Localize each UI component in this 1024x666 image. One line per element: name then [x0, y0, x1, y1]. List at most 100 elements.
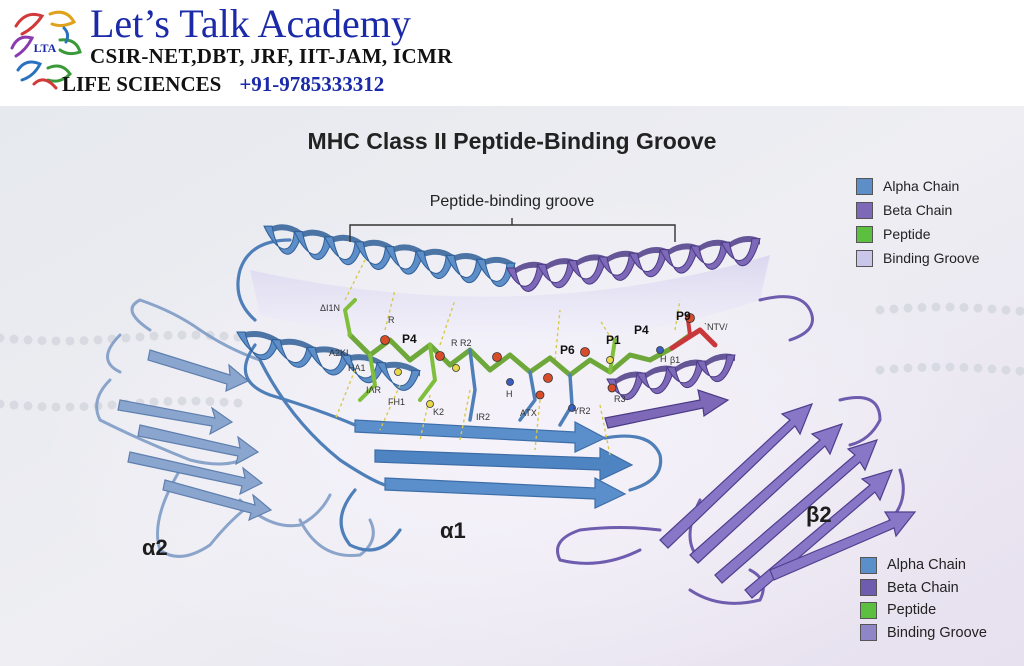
legend-item: Beta Chain: [856, 198, 980, 222]
lower-beta-helix: [606, 353, 736, 401]
lipid-head: [1001, 365, 1011, 375]
helix-turn-back: [363, 239, 394, 253]
pocket-label-p9: P9: [676, 309, 691, 323]
residue-label: H: [506, 389, 513, 399]
groove-label: Peptide-binding groove: [430, 193, 595, 210]
pocket-label-p4-left: P4: [402, 332, 417, 346]
lipid-head: [177, 330, 187, 340]
lipid-head: [0, 333, 5, 343]
legend-label: Beta Chain: [887, 579, 959, 596]
lipid-head: [205, 396, 215, 406]
legend-label: Alpha Chain: [883, 178, 960, 194]
binding-groove-surface: [250, 255, 770, 345]
exam-list: CSIR-NET,DBT, JRF, IIT-JAM, ICMR: [90, 44, 453, 68]
alpha1-loops: [236, 238, 663, 552]
lipid-head: [903, 303, 913, 313]
diagram-title: MHC Class II Peptide-Binding Groove: [307, 128, 717, 154]
helix-turn-back: [454, 252, 485, 266]
helix-turn-back: [280, 338, 315, 354]
helix-turn-back: [393, 244, 424, 258]
lipid-head: [163, 396, 173, 406]
helix-turn-back: [332, 234, 364, 248]
legend-item: Peptide: [856, 222, 980, 246]
lipid-head: [219, 331, 229, 341]
pocket-label-p6: P6: [560, 343, 575, 357]
residue-label: R3: [614, 394, 626, 404]
legend-item: Binding Groove: [856, 246, 980, 270]
lipid-head: [107, 400, 117, 410]
helix-turn-front: [696, 354, 736, 383]
legend-label: Binding Groove: [883, 250, 980, 266]
helix-turn-back: [315, 346, 350, 362]
lipid-head: [219, 397, 229, 407]
legend-item: Peptide: [860, 599, 987, 622]
lipid-head: [9, 400, 19, 410]
lipid-head: [177, 396, 187, 406]
legend-label: Binding Groove: [887, 624, 987, 641]
brand-name: Let’s Talk Academy: [90, 1, 411, 46]
pocket-label-p4-right: P4: [634, 323, 649, 337]
lipid-head: [917, 362, 927, 372]
residue-label: A2KI: [329, 348, 349, 358]
lipid-head: [987, 304, 997, 314]
residue-label: IR2: [476, 412, 490, 422]
lipid-head: [1015, 306, 1024, 316]
legend-item: Beta Chain: [860, 577, 987, 600]
legend-top: Alpha Chain Beta Chain Peptide Binding G…: [856, 174, 980, 270]
phone-number: +91-9785333312: [239, 72, 385, 96]
residue-label: FH1: [388, 397, 405, 407]
header-banner: LTA Let’s Talk Academy CSIR-NET,DBT, JRF…: [0, 0, 1024, 106]
legend-swatch: [856, 225, 873, 243]
lipid-head: [875, 305, 885, 315]
legend-item: Alpha Chain: [860, 554, 987, 577]
legend-swatch: [860, 579, 877, 597]
helix-turn-back: [302, 229, 333, 243]
legend-swatch: [856, 249, 873, 267]
logo-text: LTA: [34, 41, 57, 55]
residue-label: H: [660, 354, 667, 364]
legend-swatch: [860, 624, 877, 642]
lipid-head: [65, 336, 75, 346]
lipid-head: [973, 363, 983, 373]
peptide-atoms: [380, 313, 695, 412]
residue-label: HA1: [348, 363, 366, 373]
lipid-head: [37, 402, 47, 412]
lipid-head: [79, 336, 89, 346]
mhc-diagram: Peptide-binding groove P4 P6 P1 P4 P9 ΔI…: [0, 106, 1024, 666]
lipid-head: [987, 364, 997, 374]
alpha1-label: α1: [440, 518, 466, 543]
alpha1-helix: [263, 224, 516, 287]
lipid-head: [973, 303, 983, 313]
lipid-head: [23, 335, 33, 345]
groove-bracket: [349, 218, 676, 242]
subject-label: LIFE SCIENCES: [62, 72, 222, 96]
diagram-scene: Peptide-binding groove P4 P6 P1 P4 P9 ΔI…: [0, 106, 1024, 666]
legend-item: Binding Groove: [860, 622, 987, 645]
academy-logo-icon: LTA: [10, 10, 82, 90]
lipid-head: [149, 397, 159, 407]
alpha2-beta-strands: [117, 349, 273, 522]
lipid-head: [959, 362, 969, 372]
legend-swatch: [856, 201, 873, 219]
lipid-head: [931, 302, 941, 312]
residue-label: R: [388, 315, 395, 325]
lipid-head: [93, 335, 103, 345]
helix-turn-back: [385, 361, 420, 377]
contact-line: LIFE SCIENCES +91-9785333312: [62, 72, 384, 97]
lipid-head: [37, 336, 47, 346]
beta1-helix: [506, 236, 761, 292]
lipid-head: [903, 363, 913, 373]
lipid-head: [233, 398, 243, 408]
legend-swatch: [856, 177, 873, 195]
lipid-head: [945, 362, 955, 372]
lipid-head: [149, 331, 159, 341]
residue-label: YR2: [573, 406, 591, 416]
legend-label: Beta Chain: [883, 202, 953, 218]
lipid-head: [9, 334, 19, 344]
beta2-domain: [556, 295, 917, 605]
lipid-head: [1015, 366, 1024, 376]
residue-label: IΛR: [366, 385, 382, 395]
lipid-head: [65, 402, 75, 412]
lipid-head: [1001, 305, 1011, 315]
lipid-head: [191, 330, 201, 340]
